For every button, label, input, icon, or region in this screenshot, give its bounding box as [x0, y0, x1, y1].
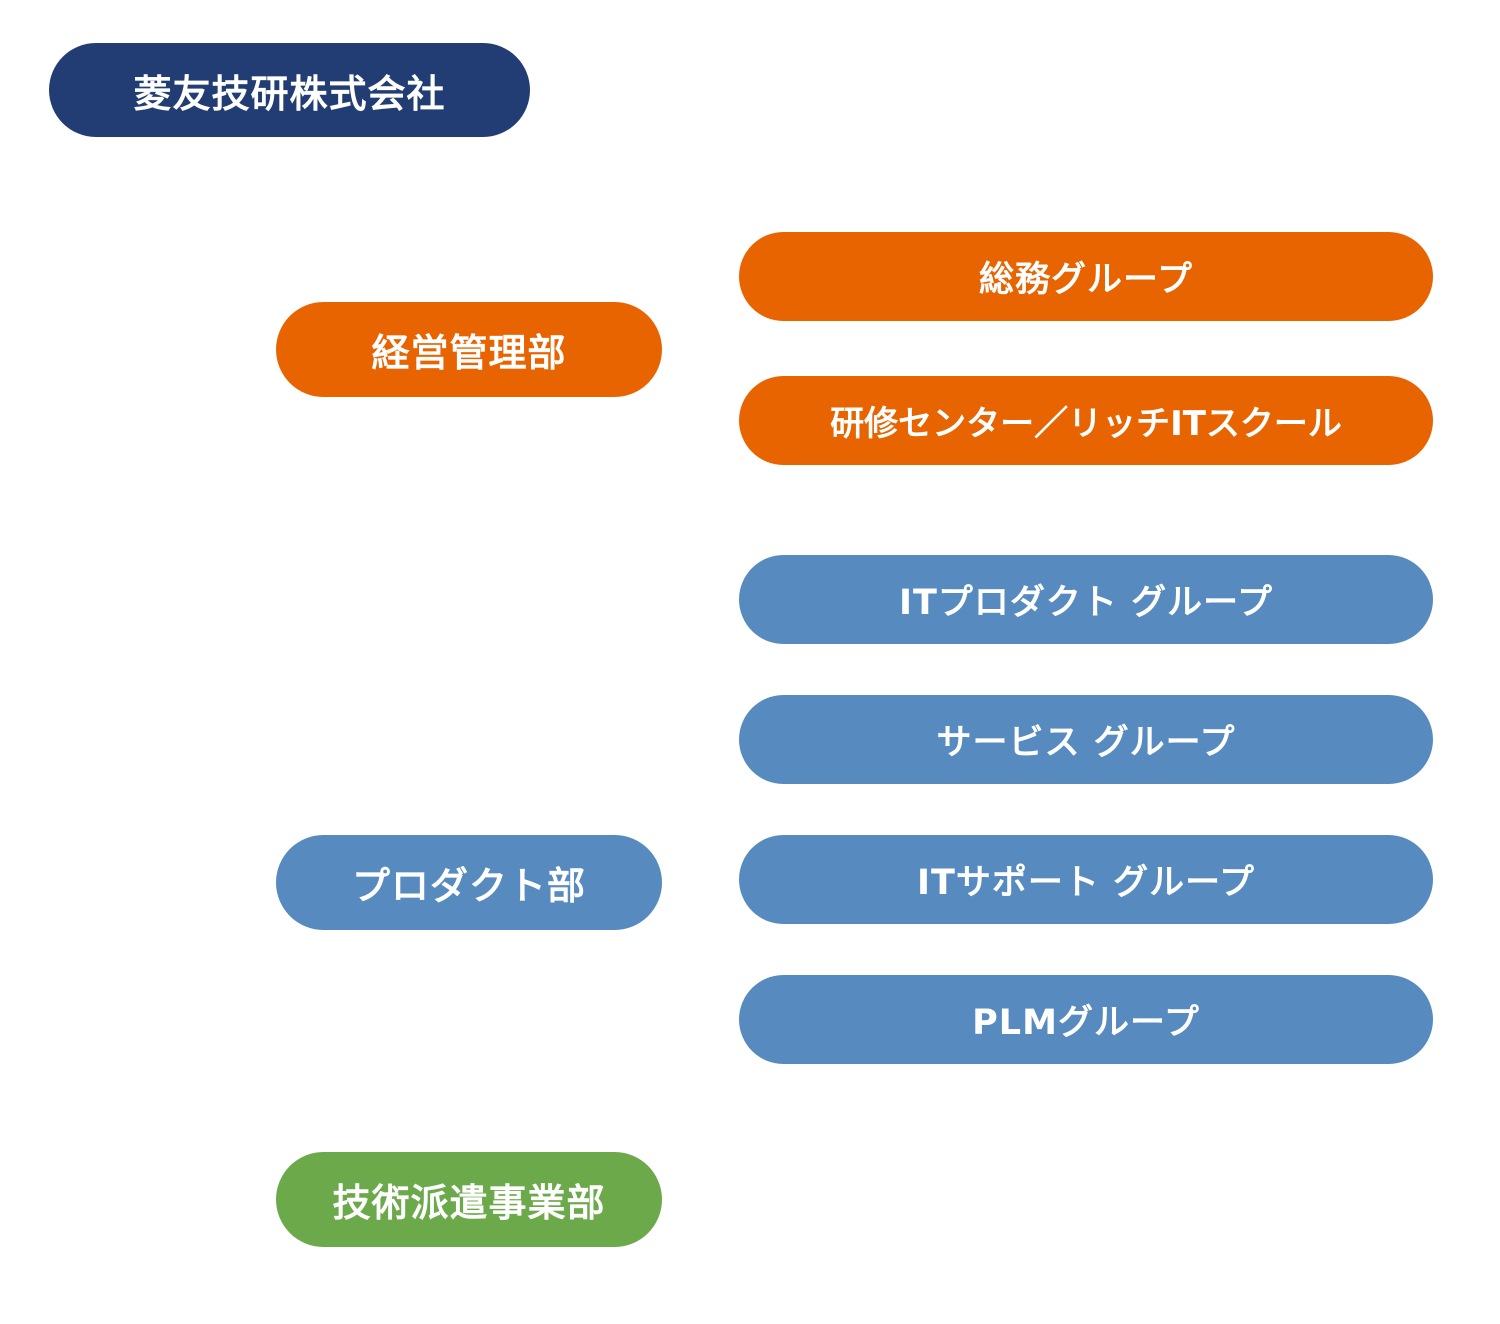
group-plm-node: PLMグループ	[739, 975, 1433, 1064]
department-management-node: 経営管理部	[276, 302, 662, 397]
group-it-product-node: ITプロダクト グループ	[739, 555, 1433, 644]
group-service-node: サービス グループ	[739, 695, 1433, 784]
group-it-support-node: ITサポート グループ	[739, 835, 1433, 924]
group-general-affairs-node: 総務グループ	[739, 232, 1433, 321]
department-product-node: プロダクト部	[276, 835, 662, 930]
company-root-node: 菱友技研株式会社	[49, 43, 530, 137]
department-dispatch-node: 技術派遣事業部	[276, 1152, 662, 1247]
group-training-center-node: 研修センター／リッチITスクール	[739, 376, 1433, 465]
